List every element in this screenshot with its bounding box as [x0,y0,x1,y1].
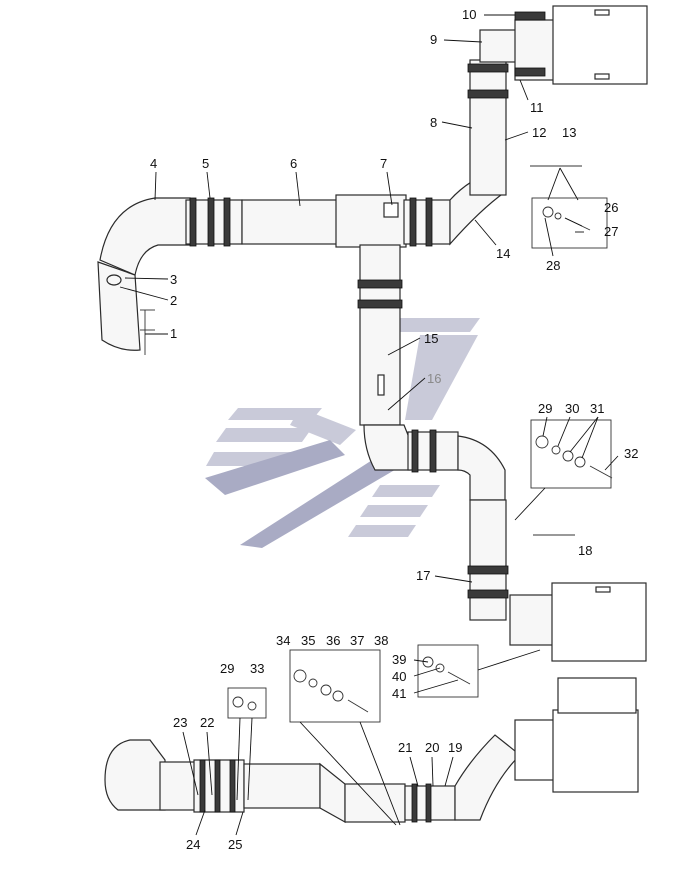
callout-16: 16 [427,371,441,386]
callout-32: 32 [624,446,638,461]
callout-31: 31 [590,401,604,416]
callout-6: 6 [290,156,297,171]
callout-1: 1 [170,326,177,341]
callout-10: 10 [462,7,476,22]
callout-20: 20 [425,740,439,755]
callout-41: 41 [392,686,406,701]
callout-11: 11 [530,100,544,115]
callout-34: 34 [276,633,290,648]
callout-24: 24 [186,837,200,852]
callout-29-lower: 29 [220,661,234,676]
callout-39: 39 [392,652,406,667]
leader-lines [119,14,619,836]
callout-38: 38 [374,633,388,648]
center-vertical-duct [357,244,647,662]
watermark-logo [205,318,480,548]
callout-22: 22 [200,715,214,730]
callout-3: 3 [170,272,177,287]
upper-duct-assembly [97,171,506,355]
callout-labels: 1 2 3 4 5 6 7 8 9 10 11 12 13 14 15 16 1… [150,7,638,852]
callout-28: 28 [546,258,560,273]
callout-36: 36 [326,633,340,648]
callout-12: 12 [532,125,546,140]
callout-23: 23 [173,715,187,730]
callout-33: 33 [250,661,264,676]
callout-30: 30 [565,401,579,416]
riser-to-upper-silencer [467,5,648,196]
callout-26: 26 [604,200,618,215]
callout-14: 14 [496,246,510,261]
detail-box-29-33 [227,687,267,801]
callout-25: 25 [228,837,242,852]
callout-27: 27 [604,224,618,239]
detail-box-26-28 [530,165,608,249]
callout-15: 15 [424,331,438,346]
callout-17: 17 [416,568,430,583]
callout-18: 18 [578,543,592,558]
callout-37: 37 [350,633,364,648]
callout-29-upper: 29 [538,401,552,416]
callout-8: 8 [430,115,437,130]
callout-2: 2 [170,293,177,308]
callout-19: 19 [448,740,462,755]
callout-21: 21 [398,740,412,755]
callout-4: 4 [150,156,157,171]
callout-35: 35 [301,633,315,648]
callout-9: 9 [430,32,437,47]
callout-13: 13 [562,125,576,140]
lower-duct-assembly [104,677,639,824]
callout-7: 7 [380,156,387,171]
detail-box-29-32 [514,419,613,536]
detail-box-34-38 [289,649,401,826]
callout-5: 5 [202,156,209,171]
detail-box-39-41 [417,644,541,698]
callout-40: 40 [392,669,406,684]
